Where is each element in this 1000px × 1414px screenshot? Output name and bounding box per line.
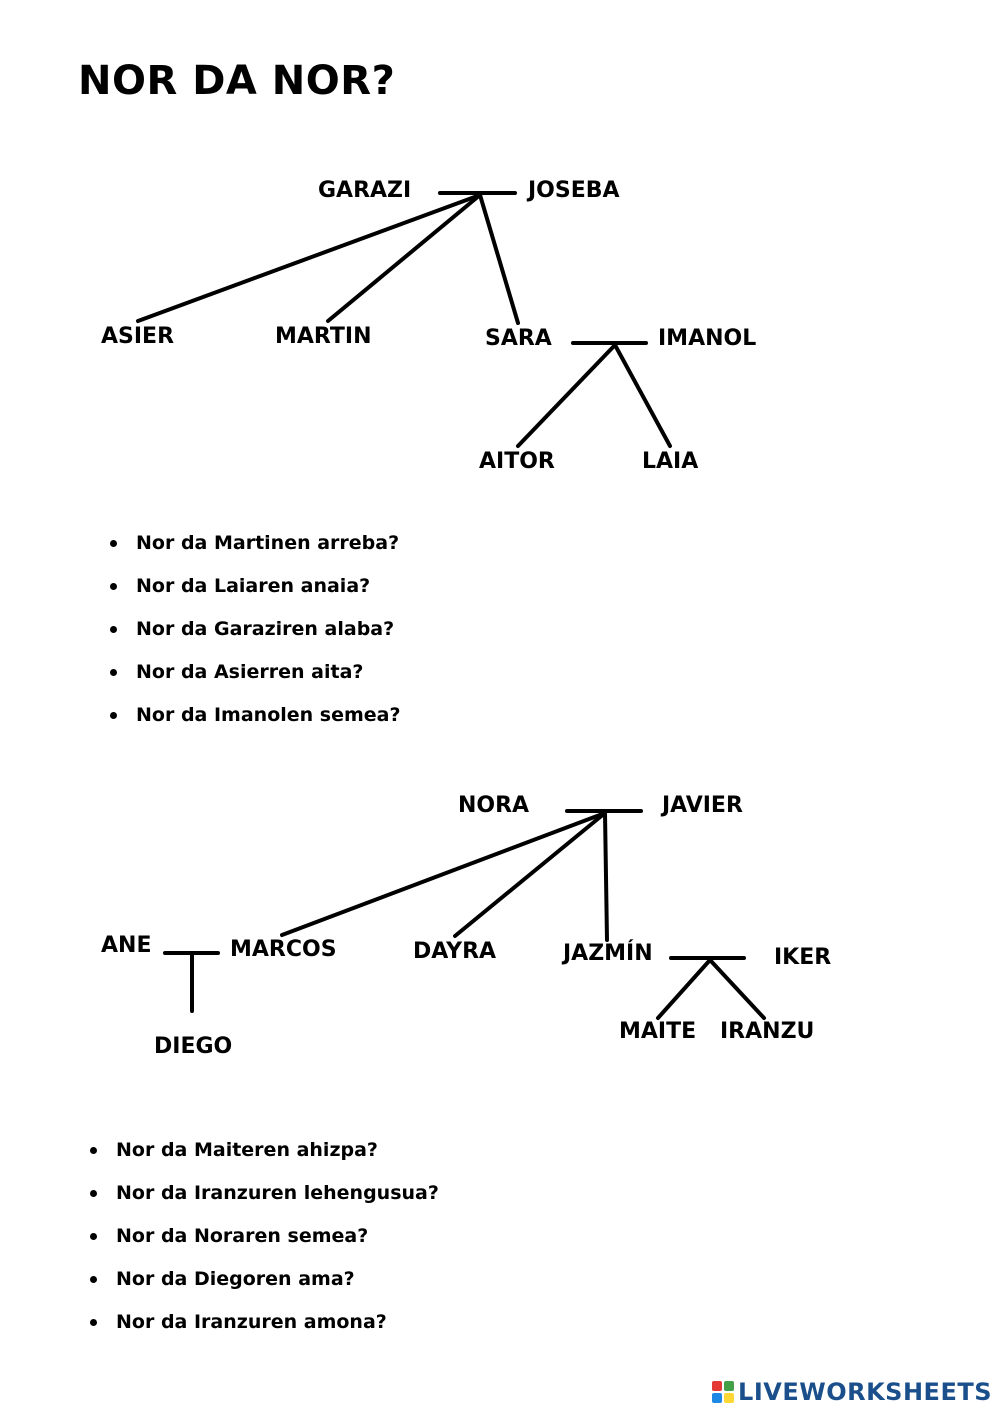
question-item: Nor da Noraren semea?	[88, 1224, 439, 1267]
question-item: Nor da Diegoren ama?	[88, 1267, 439, 1310]
line-to-dayra	[453, 811, 607, 938]
name-ane: ANE	[101, 933, 152, 958]
question-item: Nor da Iranzuren lehengusua?	[88, 1181, 439, 1224]
question-item: Nor da Imanolen semea?	[108, 703, 401, 746]
name-garazi: GARAZI	[318, 178, 412, 203]
line-to-sara	[478, 193, 520, 325]
page-title: NOR DA NOR?	[78, 58, 396, 104]
line-to-maite	[656, 958, 712, 1020]
line-to-laia	[613, 343, 672, 448]
name-martin: MARTIN	[275, 324, 372, 349]
name-laia: LAIA	[642, 449, 699, 474]
question-item: Nor da Asierren aita?	[108, 660, 401, 703]
liveworksheets-logo-icon	[712, 1381, 735, 1403]
name-joseba: JOSEBA	[528, 178, 620, 203]
questions-list-1: Nor da Martinen arreba? Nor da Laiaren a…	[108, 531, 401, 746]
name-javier: JAVIER	[662, 793, 743, 818]
line-to-aitor	[516, 343, 617, 448]
questions-list-2: Nor da Maiteren ahizpa? Nor da Iranzuren…	[88, 1138, 439, 1353]
name-asier: ASIER	[101, 324, 175, 349]
question-item: Nor da Garaziren alaba?	[108, 617, 401, 660]
logo-square-yellow	[724, 1393, 735, 1403]
line-to-marcos	[280, 811, 607, 937]
name-diego: DIEGO	[154, 1034, 233, 1059]
logo-square-blue	[712, 1393, 723, 1403]
line-to-iranzu	[708, 958, 766, 1020]
name-aitor: AITOR	[479, 449, 555, 474]
question-item: Nor da Maiteren ahizpa?	[88, 1138, 439, 1181]
name-marcos: MARCOS	[230, 937, 337, 962]
line-to-jazmin	[603, 811, 609, 942]
name-nora: NORA	[458, 793, 530, 818]
name-sara: SARA	[485, 326, 552, 351]
line-to-martin	[326, 193, 482, 323]
question-item: Nor da Laiaren anaia?	[108, 574, 401, 617]
name-imanol: IMANOL	[658, 326, 757, 351]
question-item: Nor da Iranzuren amona?	[88, 1310, 439, 1353]
logo-square-red	[712, 1381, 723, 1391]
question-item: Nor da Martinen arreba?	[108, 531, 401, 574]
name-maite: MAITE	[619, 1019, 697, 1044]
brand-text: LIVEWORKSHEETS	[738, 1378, 992, 1406]
line-to-asier	[136, 193, 482, 323]
name-dayra: DAYRA	[413, 939, 497, 964]
name-iker: IKER	[774, 945, 832, 970]
liveworksheets-logo[interactable]: LIVEWORKSHEETS	[712, 1378, 992, 1406]
logo-square-green	[724, 1381, 735, 1391]
name-jazmin: JAZMÍN	[563, 941, 653, 966]
name-iranzu: IRANZU	[720, 1019, 815, 1044]
